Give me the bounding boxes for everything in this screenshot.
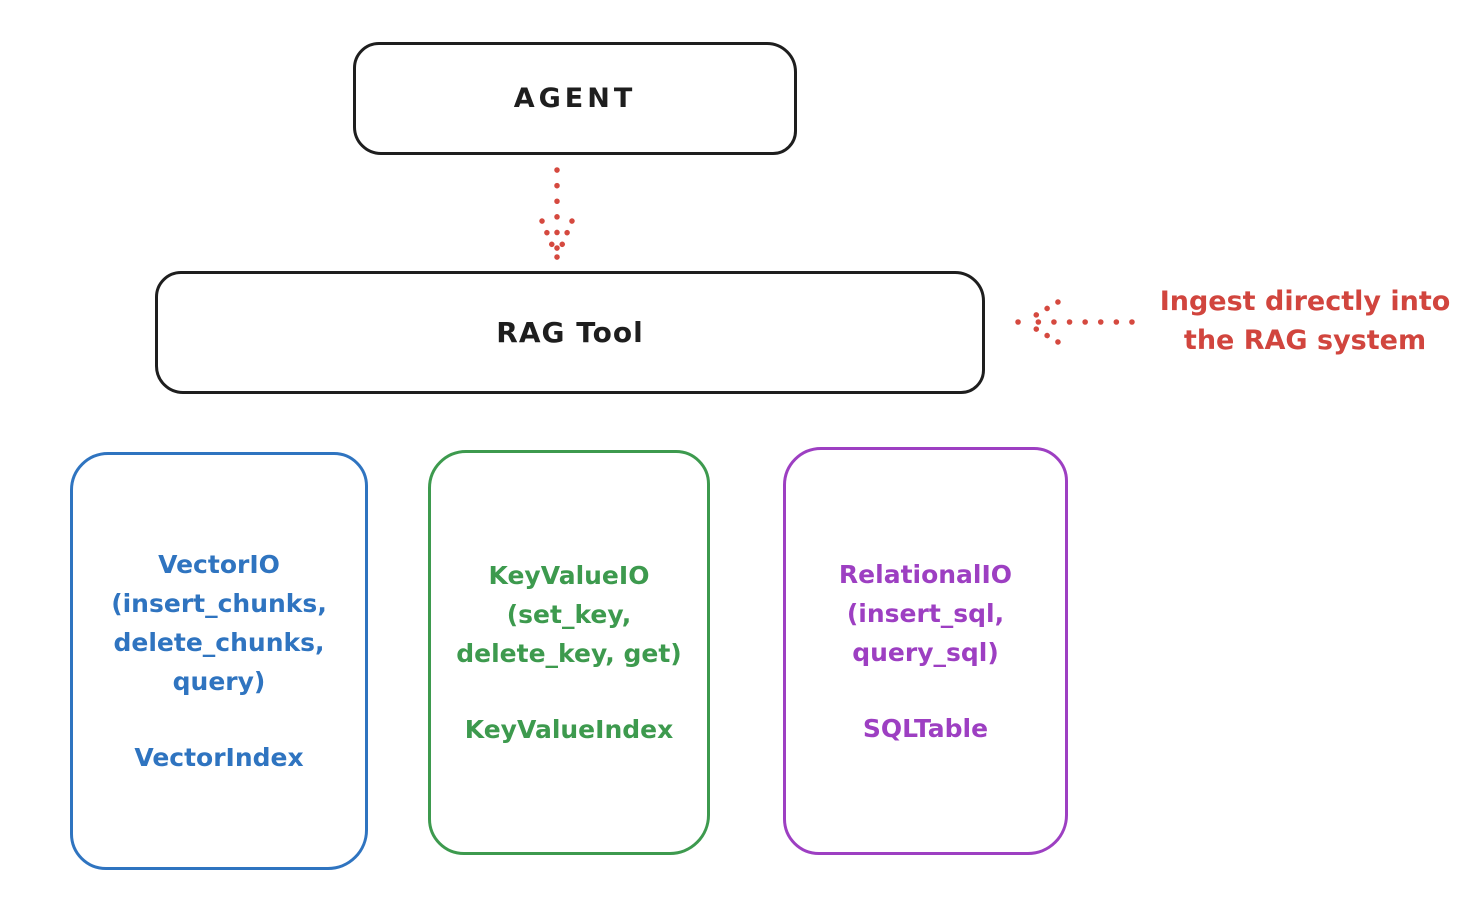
- io-method-line: query_sql): [852, 637, 999, 667]
- ingest-annotation-line2: the RAG system: [1183, 325, 1427, 356]
- io-title: VectorIO: [158, 550, 280, 579]
- agent-box: AGENT: [353, 42, 797, 155]
- io-index-label: VectorIndex: [134, 743, 304, 772]
- rag-tool-box: RAG Tool: [155, 271, 985, 394]
- io-title: RelationalIO: [838, 559, 1013, 589]
- io-title: KeyValueIO: [488, 561, 650, 590]
- ingest-annotation-line1: Ingest directly into: [1159, 286, 1451, 317]
- io-method-line: (insert_sql,: [846, 598, 1005, 628]
- keyvalue-io-box: KeyValueIO (set_key, delete_key, get) Ke…: [428, 450, 710, 855]
- io-index-label: KeyValueIndex: [464, 715, 674, 744]
- io-method-line: delete_chunks,: [113, 628, 325, 657]
- rag-tool-label: RAG Tool: [496, 316, 644, 349]
- io-method-line: (set_key,: [506, 600, 632, 629]
- ingest-annotation: Ingest directly into the RAG system: [1135, 282, 1475, 360]
- io-method-line: (insert_chunks,: [111, 589, 327, 618]
- dotted-arrow-down-icon: [539, 167, 575, 260]
- dotted-arrow-left-icon: [1015, 299, 1135, 345]
- relational-io-box: RelationalIO (insert_sql, query_sql) SQL…: [783, 447, 1068, 855]
- agent-label: AGENT: [513, 83, 637, 114]
- vector-io-box: VectorIO (insert_chunks, delete_chunks, …: [70, 452, 368, 870]
- io-index-label: SQLTable: [862, 713, 989, 743]
- io-method-line: delete_key, get): [456, 639, 682, 668]
- io-method-line: query): [172, 667, 266, 696]
